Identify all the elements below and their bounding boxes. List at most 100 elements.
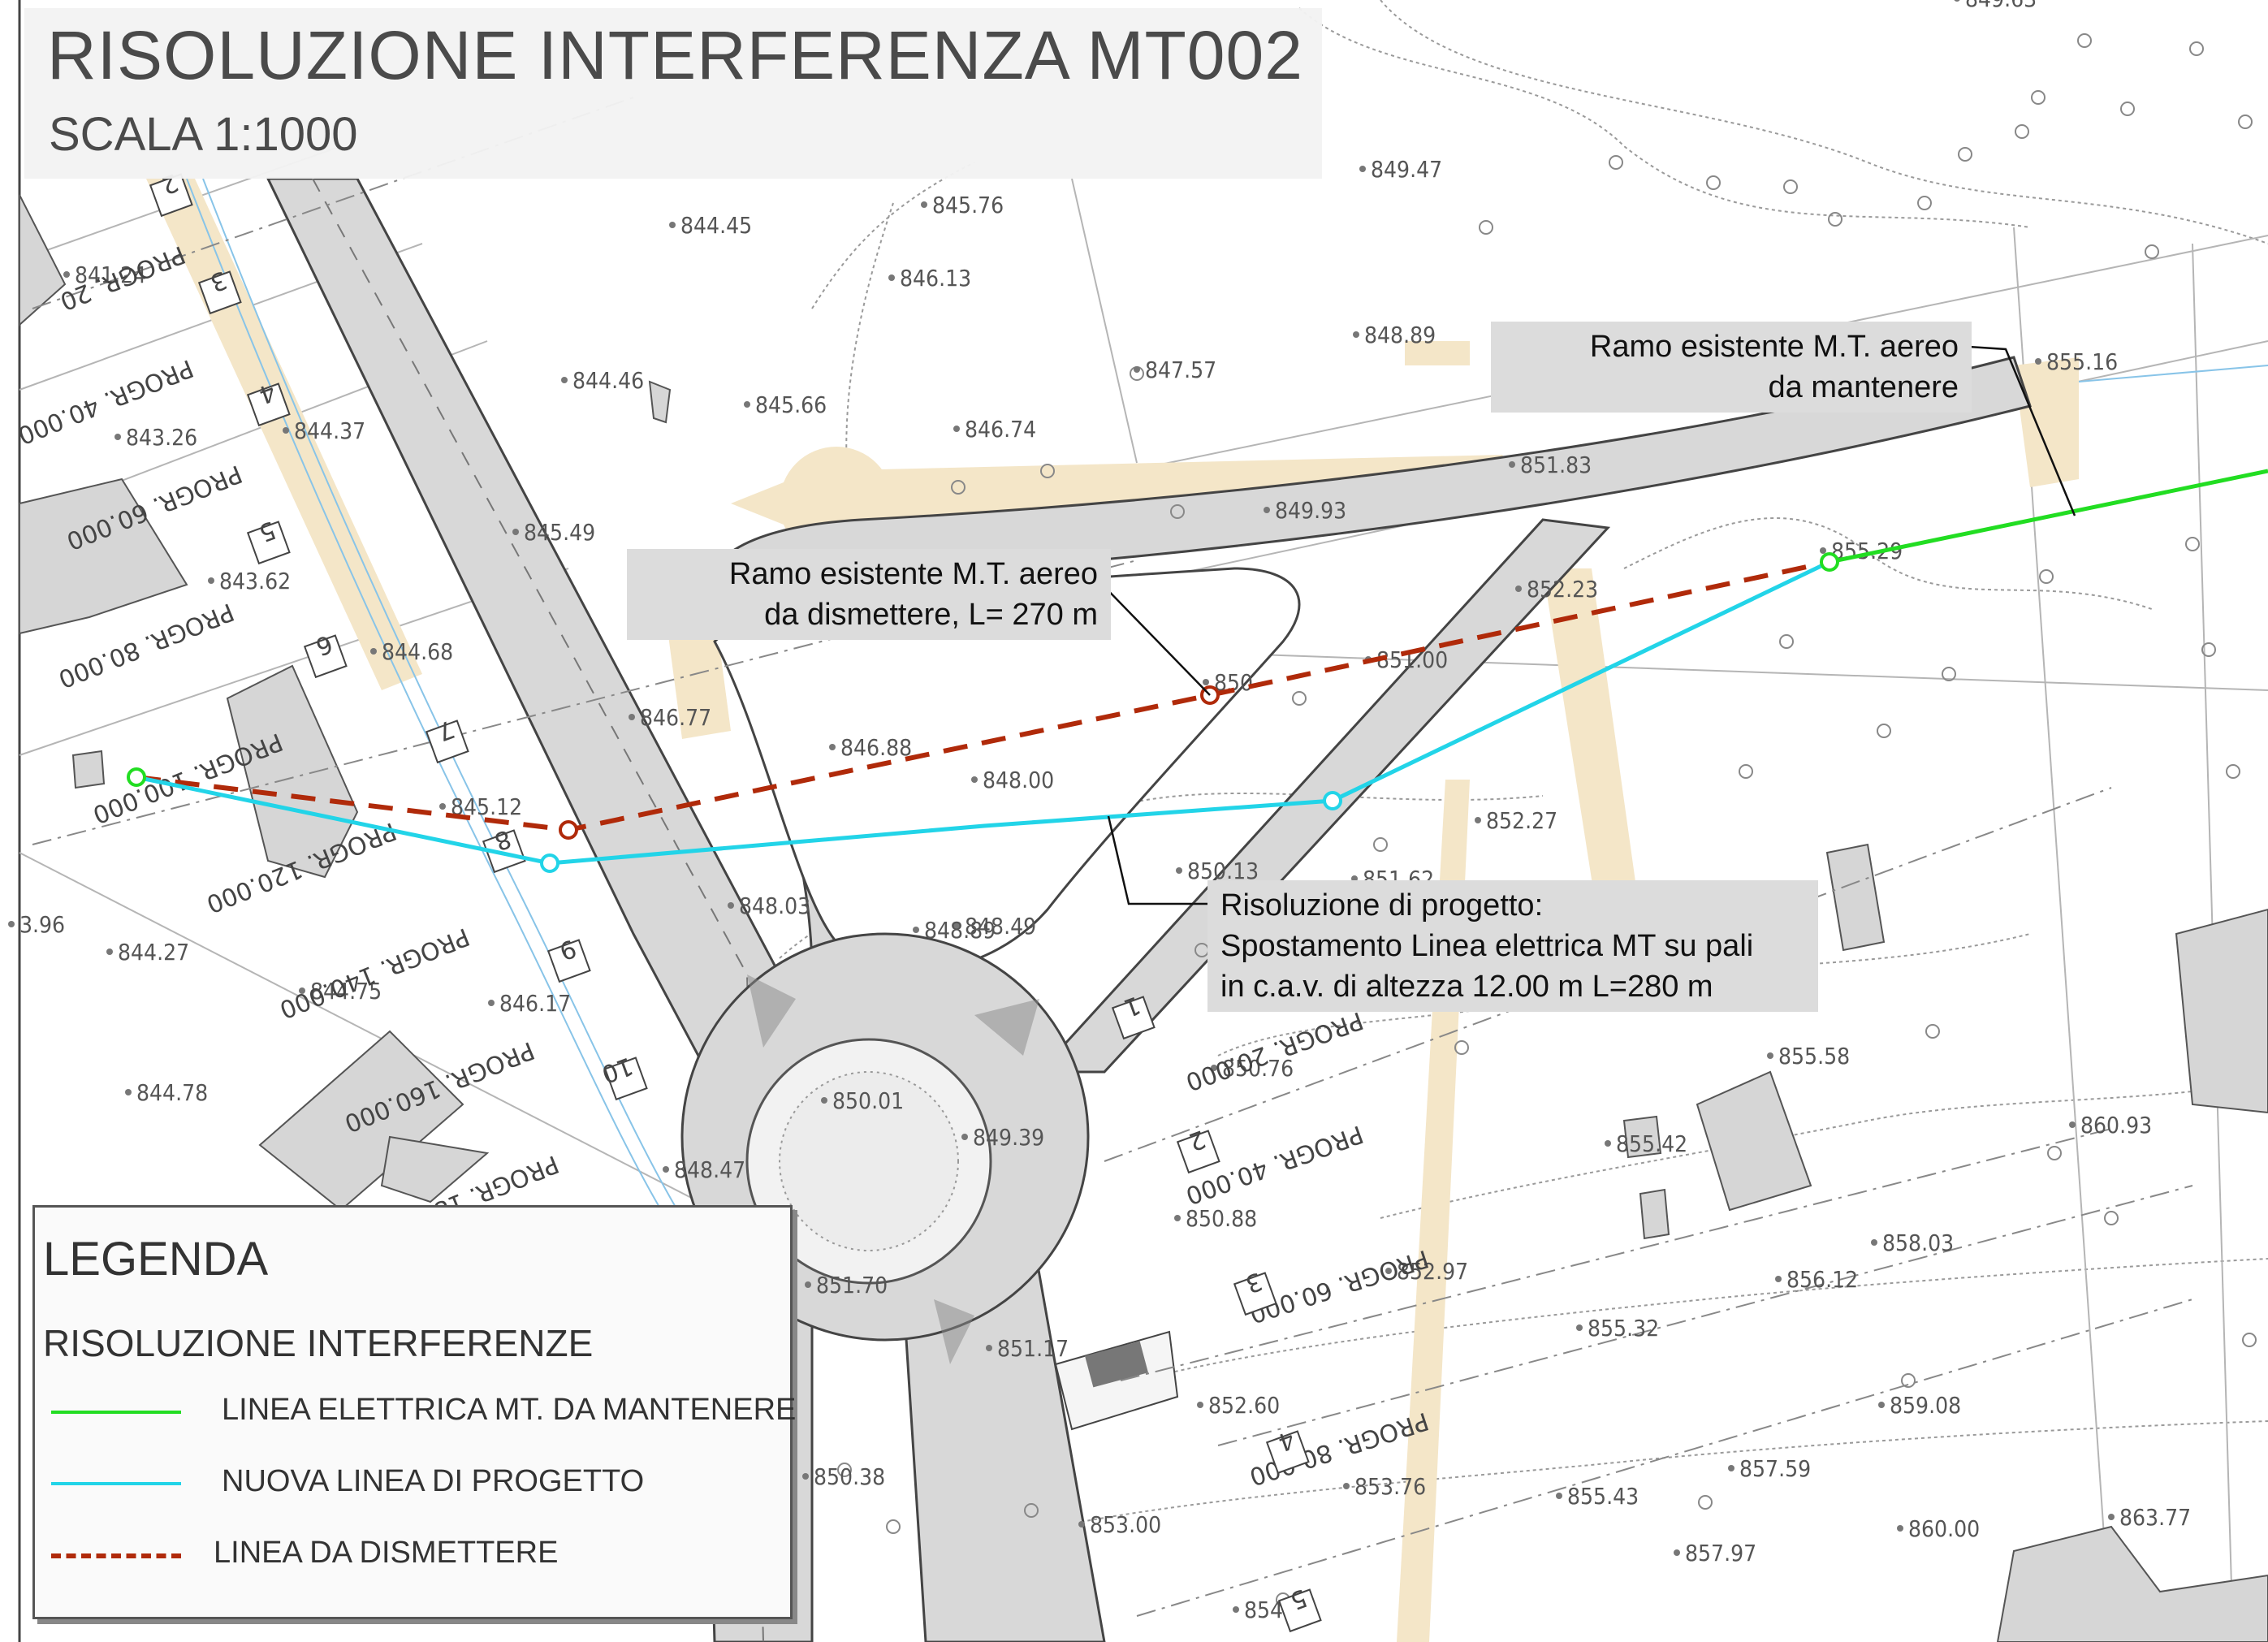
elevation-label: 850.01 — [832, 1087, 904, 1114]
elevation-label: 849.93 — [1275, 497, 1346, 524]
elevation-point — [1174, 1215, 1181, 1221]
section-box — [1111, 996, 1156, 1040]
elevation-label: 848.49 — [965, 913, 1036, 940]
elevation-label: 851.17 — [997, 1335, 1069, 1362]
elevation-label: 846.77 — [640, 704, 711, 731]
elevation-label: 851.70 — [816, 1272, 888, 1298]
elevation-label: 848.47 — [674, 1156, 745, 1183]
elevation-label: 855.32 — [1588, 1315, 1659, 1342]
elevation-label: 848.00 — [983, 767, 1054, 793]
callout-project: Risoluzione di progetto: Spostamento Lin… — [1207, 880, 1818, 1012]
section-box — [303, 634, 348, 679]
callout-existing-remove: Ramo esistente M.T. aereo da dismettere,… — [627, 549, 1111, 640]
elevation-label: 849.47 — [1371, 156, 1442, 183]
elevation-label: 849.63 — [1965, 0, 2037, 12]
elevation-point — [1197, 1402, 1203, 1408]
section-box — [1176, 1130, 1220, 1174]
elevation-point — [1233, 1606, 1239, 1613]
callout-line: da mantenere — [1768, 370, 1959, 404]
elevation-label: 850.38 — [814, 1463, 885, 1490]
elevation-label: 849.39 — [973, 1124, 1044, 1151]
elevation-point — [1556, 1493, 1562, 1499]
elevation-point — [488, 1000, 495, 1006]
elevation-point — [439, 803, 446, 810]
legend-title: LEGENDA — [43, 1233, 269, 1286]
elevation-point — [2035, 358, 2041, 365]
elevation-label: 846.88 — [840, 734, 912, 761]
legend-item-project: NUOVA LINEA DI PROGETTO — [51, 1464, 782, 1505]
callout-line: Ramo esistente M.T. aereo — [728, 557, 1098, 591]
elevation-point — [1203, 679, 1209, 685]
legend-label: LINEA ELETTRICA MT. DA MANTENERE — [222, 1393, 797, 1427]
elevation-point — [1176, 867, 1182, 874]
elevation-label: 844.45 — [680, 212, 752, 239]
line-to-remove — [136, 560, 1830, 833]
elevation-label: 851.83 — [1520, 452, 1592, 478]
section-box — [603, 1056, 648, 1101]
elevation-label: 845.49 — [524, 519, 595, 546]
elevation-point — [1775, 1276, 1782, 1282]
elevation-label: 855.42 — [1616, 1130, 1687, 1157]
elevation-label: 857.97 — [1685, 1540, 1756, 1566]
section-box — [246, 521, 291, 565]
elevation-point — [283, 427, 289, 434]
legend-label: LINEA DA DISMETTERE — [214, 1536, 559, 1570]
elevation-point — [1385, 1268, 1392, 1274]
elevation-point — [1954, 0, 1960, 2]
section-box — [197, 270, 242, 315]
elevation-point — [1509, 461, 1515, 468]
elevation-point — [913, 927, 919, 933]
elevation-point — [1078, 1521, 1085, 1527]
elevation-point — [114, 434, 121, 440]
elevation-point — [1211, 1065, 1217, 1071]
elevation-point — [1767, 1052, 1773, 1059]
elevation-point — [802, 1473, 809, 1480]
legend-item-remove: LINEA DA DISMETTERE — [51, 1536, 782, 1576]
section-box — [1265, 1430, 1310, 1475]
section-box — [425, 719, 469, 764]
elevation-label: 843.62 — [219, 568, 291, 594]
elevation-point — [1343, 1483, 1350, 1489]
section-box — [149, 173, 193, 218]
elevation-point — [1605, 1140, 1611, 1147]
elevation-point — [2069, 1121, 2076, 1128]
elevation-point — [669, 222, 676, 228]
elevation-point — [953, 923, 960, 929]
elevation-point — [1878, 1402, 1885, 1408]
elevation-point — [829, 744, 836, 750]
elevation-point — [888, 274, 895, 281]
elevation-point — [561, 377, 568, 383]
elevation-label: 857.59 — [1739, 1455, 1811, 1482]
elevation-label: 850.88 — [1186, 1205, 1257, 1232]
elevation-label: 843.26 — [126, 424, 197, 451]
elevation-point — [1264, 507, 1270, 513]
elevation-point — [1353, 331, 1359, 338]
elevation-label: 863.77 — [2119, 1504, 2191, 1531]
elevation-point — [663, 1166, 669, 1173]
elevation-point — [805, 1281, 811, 1288]
elevation-label: 852.60 — [1208, 1392, 1280, 1419]
elevation-point — [299, 987, 305, 994]
legend-label: NUOVA LINEA DI PROGETTO — [222, 1464, 645, 1498]
elevation-point — [1728, 1465, 1734, 1471]
elevation-label: 846.17 — [499, 990, 571, 1017]
elevation-point — [370, 648, 377, 655]
elevation-label: 848.89 — [924, 917, 996, 944]
elevation-label: 844.78 — [136, 1079, 208, 1106]
elevation-point — [961, 1134, 968, 1140]
elevation-point — [1475, 817, 1481, 823]
elevation-label: 850.13 — [1187, 858, 1259, 884]
legend-item-keep: LINEA ELETTRICA MT. DA MANTENERE — [51, 1393, 796, 1433]
elevation-label: 846.13 — [900, 265, 971, 292]
elevation-label: 847.57 — [1145, 356, 1216, 383]
elevation-point — [821, 1097, 827, 1104]
elevation-label: 855.43 — [1567, 1483, 1639, 1510]
elevation-point — [1897, 1525, 1903, 1532]
elevation-label: 852.23 — [1527, 576, 1598, 603]
elevation-point — [986, 1345, 992, 1351]
elevation-point — [512, 529, 519, 535]
elevation-label: 860.93 — [2080, 1112, 2152, 1139]
elevation-point — [728, 902, 734, 909]
page-title: RISOLUZIONE INTERFERENZA MT002 — [47, 17, 1303, 93]
elevation-label: 850.76 — [1222, 1055, 1294, 1082]
